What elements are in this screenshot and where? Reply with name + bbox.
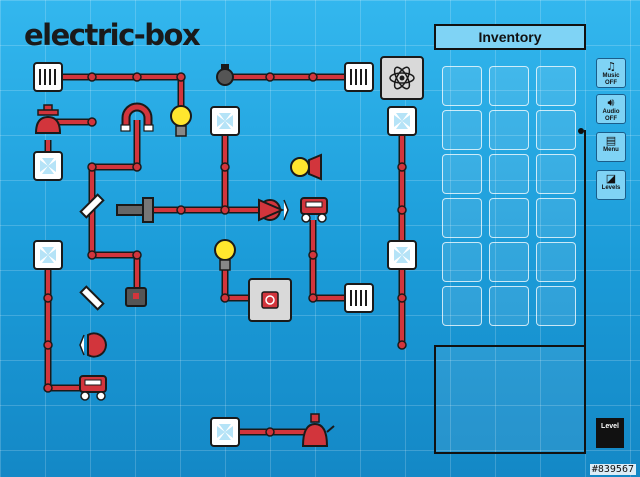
heater-icon[interactable] (301, 413, 335, 447)
fan-block-icon[interactable] (33, 151, 63, 181)
inventory-slot[interactable] (489, 66, 529, 106)
inventory-slot[interactable] (489, 286, 529, 326)
inventory-slot[interactable] (489, 154, 529, 194)
battery-icon[interactable] (33, 62, 63, 92)
inventory-slot[interactable] (536, 198, 576, 238)
inventory-slot[interactable] (442, 242, 482, 282)
inventory-slot[interactable] (442, 154, 482, 194)
robot-icon[interactable] (79, 375, 107, 401)
mirror-icon[interactable] (79, 285, 105, 311)
inventory-slot[interactable] (489, 198, 529, 238)
audio-toggle-button[interactable]: 🔊︎ Audio OFF (596, 94, 626, 124)
light-bulb-icon[interactable] (214, 239, 236, 271)
fan-block-icon[interactable] (387, 106, 417, 136)
robot-icon[interactable] (300, 197, 328, 223)
plug-icon[interactable] (125, 287, 147, 307)
heater-icon[interactable] (34, 104, 62, 134)
inventory-slot[interactable] (442, 286, 482, 326)
mirror-icon[interactable] (79, 193, 105, 219)
fan-block-icon[interactable] (33, 240, 63, 270)
inventory-slot[interactable] (536, 110, 576, 150)
bomb-icon[interactable] (216, 64, 234, 86)
inventory-slot[interactable] (489, 242, 529, 282)
levels-icon: ◪ (605, 172, 617, 185)
connector-line (584, 130, 590, 451)
atom-generator-icon[interactable] (380, 56, 424, 100)
fan-block-icon[interactable] (387, 240, 417, 270)
item-preview-panel (434, 345, 586, 454)
fan-motor-icon[interactable] (258, 198, 289, 222)
inventory-slot[interactable] (442, 110, 482, 150)
inventory-title: Inventory (434, 24, 586, 50)
color-code-label: #839567 (589, 464, 636, 475)
magnet-icon[interactable] (120, 102, 154, 132)
inventory-grid[interactable] (436, 60, 583, 340)
light-bulb-icon[interactable] (170, 105, 192, 137)
inventory-slot[interactable] (489, 110, 529, 150)
fan-block-icon[interactable] (210, 417, 240, 447)
light-bulb-sideways-icon[interactable] (290, 153, 322, 181)
inventory-slot[interactable] (536, 242, 576, 282)
battery-icon[interactable] (344, 283, 374, 313)
music-note-icon: ♫ (606, 60, 616, 73)
battery-icon[interactable] (344, 62, 374, 92)
level-button[interactable]: Level (596, 418, 624, 448)
inventory-slot[interactable] (536, 66, 576, 106)
inventory-slot[interactable] (442, 198, 482, 238)
fan-block-icon[interactable] (210, 106, 240, 136)
fan-motor-icon[interactable] (79, 332, 108, 358)
music-toggle-button[interactable]: ♫ Music OFF (596, 58, 626, 88)
inventory-slot[interactable] (536, 154, 576, 194)
power-switch-box[interactable] (248, 278, 292, 322)
game-logo: electric-box (24, 18, 201, 52)
speaker-icon: 🔊︎ (607, 96, 615, 109)
inventory-slot[interactable] (442, 66, 482, 106)
menu-button[interactable]: ▤ Menu (596, 132, 626, 162)
connector-dot (578, 128, 584, 134)
menu-icon: ▤ (605, 134, 617, 147)
levels-button[interactable]: ◪ Levels (596, 170, 626, 200)
laser-icon[interactable] (116, 197, 154, 223)
inventory-slot[interactable] (536, 286, 576, 326)
